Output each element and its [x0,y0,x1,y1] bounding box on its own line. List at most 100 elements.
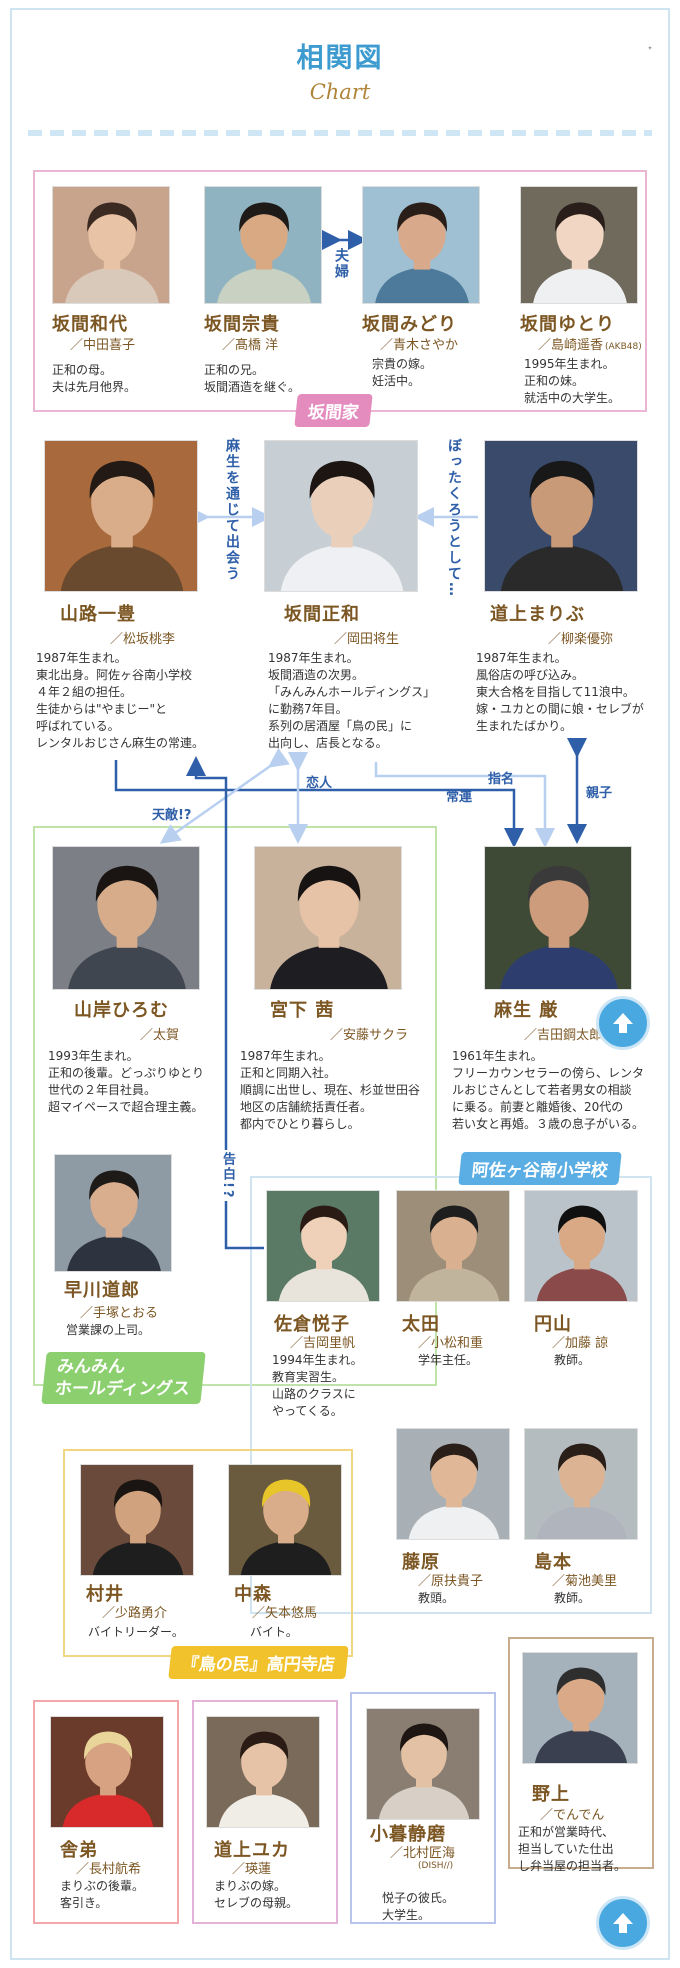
person-name: 佐倉悦子 [274,1314,350,1335]
person-description: まりぶの嫁。 セレブの母親。 [214,1879,299,1910]
person-name: 島本 [534,1552,572,1573]
to-top-button-bottom[interactable] [596,1896,650,1950]
arrow-up-icon [613,1013,633,1033]
person-name: 坂間ゆとり [520,314,615,335]
portrait-photo [80,1464,194,1576]
portrait-figure [523,1653,637,1763]
actor-text: ／少路勇介 [102,1606,168,1621]
portrait-figure [485,441,637,591]
actor-name: ／髙橋 洋 [222,334,278,353]
person-description: 1961年生まれ。 フリーカウンセラーの傍ら、レンタ ルおじさんとして若者男女の… [452,1049,645,1131]
rel-oyako: 親子 [586,786,613,801]
actor-name: ／原扶貴子 [418,1570,483,1589]
school-box [250,1176,652,1614]
actor-text: ／長村航希 [76,1862,142,1877]
actor-name: ／瑛蓮 [232,1858,271,1877]
actor-text: ／瑛蓮 [232,1862,272,1877]
actor-text: ／青木さやか [380,338,459,353]
actor-name: ／島崎遥香(AKB48) [538,334,642,353]
rel-kokuhaku: 告白!? [218,1150,237,1202]
actor-text: ／柳楽優弥 [548,632,614,647]
actor-name: ／太賀 [140,1024,179,1043]
person-description: 1987年生まれ。 東北出身。阿佐ヶ谷南小学校 ４年２組の担任。 生徒からは"や… [36,651,205,750]
person-description: 教頭。 [418,1591,455,1605]
portrait-figure [363,187,479,303]
person-name: 山岸ひろむ [74,1000,169,1021]
tag-minmin: みんみん ホールディングス [41,1352,206,1404]
actor-text: ／北村匠海 [390,1846,456,1861]
actor-text: ／小松和重 [418,1336,484,1351]
actor-text: ／髙橋 洋 [222,338,279,353]
actor-name: ／北村匠海(DISH//) [390,1842,455,1871]
portrait-photo [204,186,322,304]
portrait-figure [53,187,169,303]
person-description: バイトリーダー。 [88,1625,184,1639]
person-name: 舎弟 [60,1840,98,1861]
tag-school: 阿佐ヶ谷南小学校 [458,1152,622,1185]
portrait-photo [524,1190,638,1302]
rel-tenteki: 天敵!? [152,808,192,823]
person-name: 円山 [534,1314,572,1335]
portrait-figure [521,187,637,303]
actor-name: ／少路勇介 [102,1602,167,1621]
person-description: 教師。 [554,1591,591,1605]
portrait-figure [267,1191,379,1301]
page-title: 相関図 [296,43,384,74]
portrait-photo [54,1154,172,1272]
actor-text: ／太賀 [140,1028,180,1043]
portrait-figure [525,1191,637,1301]
rel-koibito: 恋人 [306,776,333,791]
portrait-figure [81,1465,193,1575]
dotted-divider [28,130,652,136]
person-name: 太田 [402,1314,440,1335]
actor-name: ／岡田将生 [334,628,399,647]
actor-text: ／松坂桃李 [110,632,176,647]
portrait-figure [397,1191,509,1301]
portrait-figure [53,847,199,989]
actor-name: ／柳楽優弥 [548,628,613,647]
actor-text: ／加藤 諒 [552,1336,609,1351]
actor-text: ／手塚とおる [80,1306,159,1321]
portrait-photo [396,1190,510,1302]
person-name: 野上 [532,1784,570,1805]
portrait-figure [255,847,401,989]
person-description: 営業課の上司。 [66,1323,151,1337]
jouren-line [114,760,524,848]
rel-botakuro: ぼったくろうとして… [446,438,462,598]
actor-text: ／吉岡里帆 [290,1336,356,1351]
portrait-photo [228,1464,342,1576]
actor-text: ／安藤サクラ [330,1028,409,1043]
person-description: 1993年生まれ。 正和の後輩。どっぷりゆとり 世代の２年目社員。 超マイペース… [48,1049,205,1114]
portrait-figure [207,1717,319,1827]
to-top-button[interactable] [596,996,650,1050]
person-description: 教師。 [554,1353,591,1367]
arrow-up-icon [613,1913,633,1933]
person-description: 1987年生まれ。 正和と同期入社。 順調に出世し、現在、杉並世田谷 地区の店舗… [240,1049,421,1131]
portrait-figure [51,1717,163,1827]
person-name: 中森 [234,1584,272,1605]
actor-name: ／小松和重 [418,1332,483,1351]
person-name: 麻生 厳 [494,1000,559,1021]
person-name: 村井 [86,1584,124,1605]
portrait-figure [397,1429,509,1539]
actor-text: ／島崎遥香 [538,338,604,353]
actor-name: ／青木さやか [380,334,458,353]
page-subtitle: Chart [309,80,371,104]
person-description: 1994年生まれ。 教育実習生。 山路のクラスに やってくる。 [272,1353,363,1418]
komure-box [350,1692,496,1924]
actor-name: ／手塚とおる [80,1302,158,1321]
actor-name: ／長村航希 [76,1858,141,1877]
portrait-photo [206,1716,320,1828]
actor-name: ／でんでん [540,1804,604,1823]
person-description: 正和の母。 夫は先月他界。 [52,363,137,394]
person-name: 坂間正和 [284,604,360,625]
person-name: 坂間和代 [52,314,128,335]
person-description: 宗貴の嫁。 妊活中。 [372,357,433,388]
person-name: 坂間みどり [362,314,457,335]
actor-note: (DISH//) [418,1861,454,1871]
person-description: バイト。 [250,1625,298,1639]
actor-name: ／矢本悠馬 [252,1602,317,1621]
person-description: 悦子の彼氏。 大学生。 [382,1891,455,1922]
actor-name: ／吉田鋼太郎 [524,1024,602,1043]
person-name: 早川道郎 [64,1280,140,1301]
